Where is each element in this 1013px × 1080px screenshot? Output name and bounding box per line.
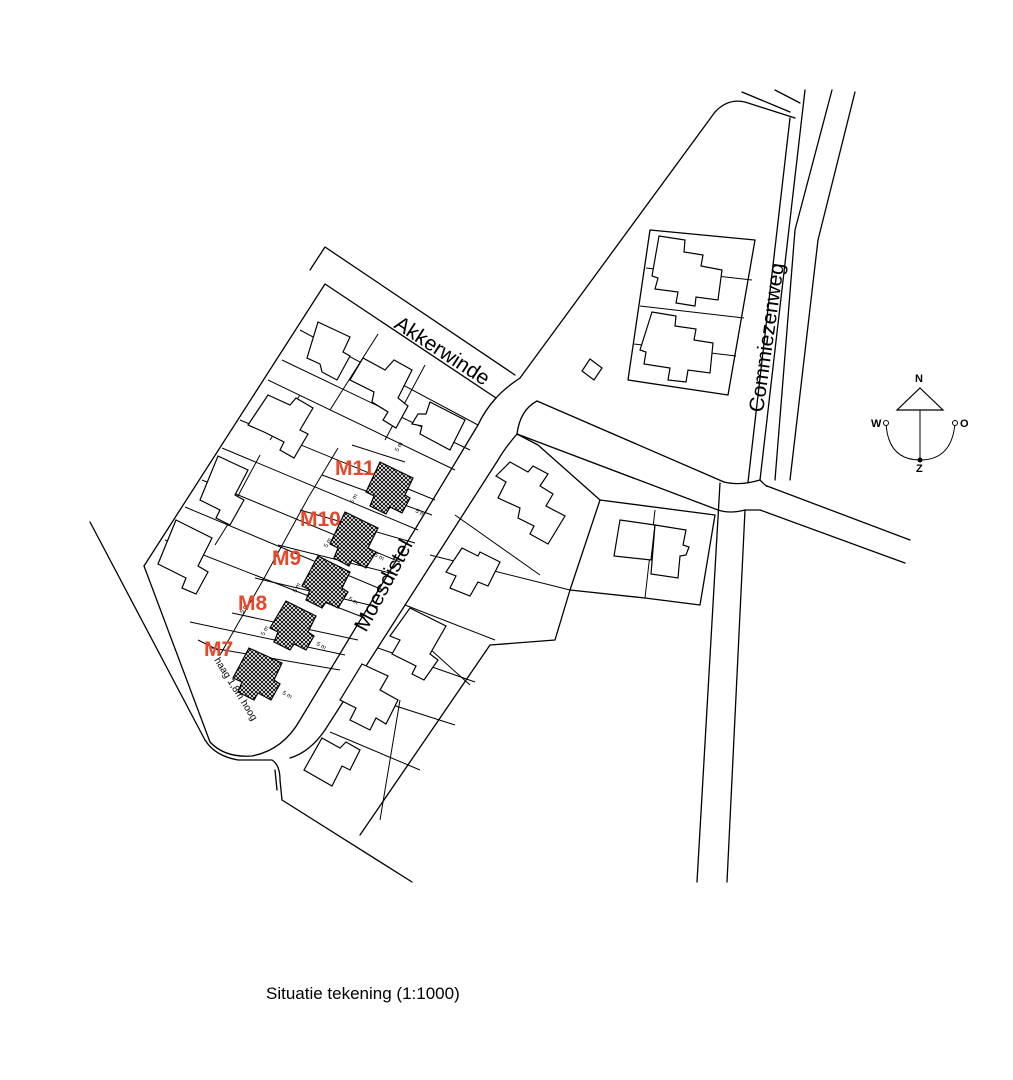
dim-label: 5 m <box>315 641 327 651</box>
plot-label-m7: M7 <box>204 638 233 661</box>
dim-label: 5 m <box>414 508 426 518</box>
dim-label: 5 m <box>323 537 333 549</box>
plot-label-m10: M10 <box>300 508 341 531</box>
dim-label: 5 m <box>373 552 385 562</box>
plot-label-m9: M9 <box>272 547 301 570</box>
compass-north: N <box>915 373 923 385</box>
middle-block-buildings <box>303 461 566 787</box>
dim-label: 5 m <box>260 625 270 637</box>
dim-label: 5 m <box>349 493 359 505</box>
dim-label: 5 m <box>347 596 359 606</box>
dimension-labels: 5 m 5 m 5 m 5 m 5 m 5 m 5 m 5 m 5 m 5 m … <box>239 441 425 700</box>
left-block-buildings <box>157 321 466 595</box>
compass-west: W <box>871 418 882 430</box>
dim-label: 5 m <box>281 690 293 700</box>
plot-label-m11: M11 <box>335 457 375 480</box>
dim-label: 5 m <box>394 441 404 453</box>
road-outlines <box>89 89 911 883</box>
compass-east: O <box>960 418 969 430</box>
dim-label: 5 m <box>239 603 249 615</box>
dim-label: 5 m <box>292 582 302 594</box>
drawing-caption: Situatie tekening (1:1000) <box>266 984 460 1003</box>
plot-label-m8: M8 <box>238 592 267 615</box>
right-block <box>569 229 756 606</box>
compass-south: Z <box>916 463 923 475</box>
compass-rose: N Z W O <box>871 373 969 475</box>
new-plot-buildings <box>232 461 414 701</box>
